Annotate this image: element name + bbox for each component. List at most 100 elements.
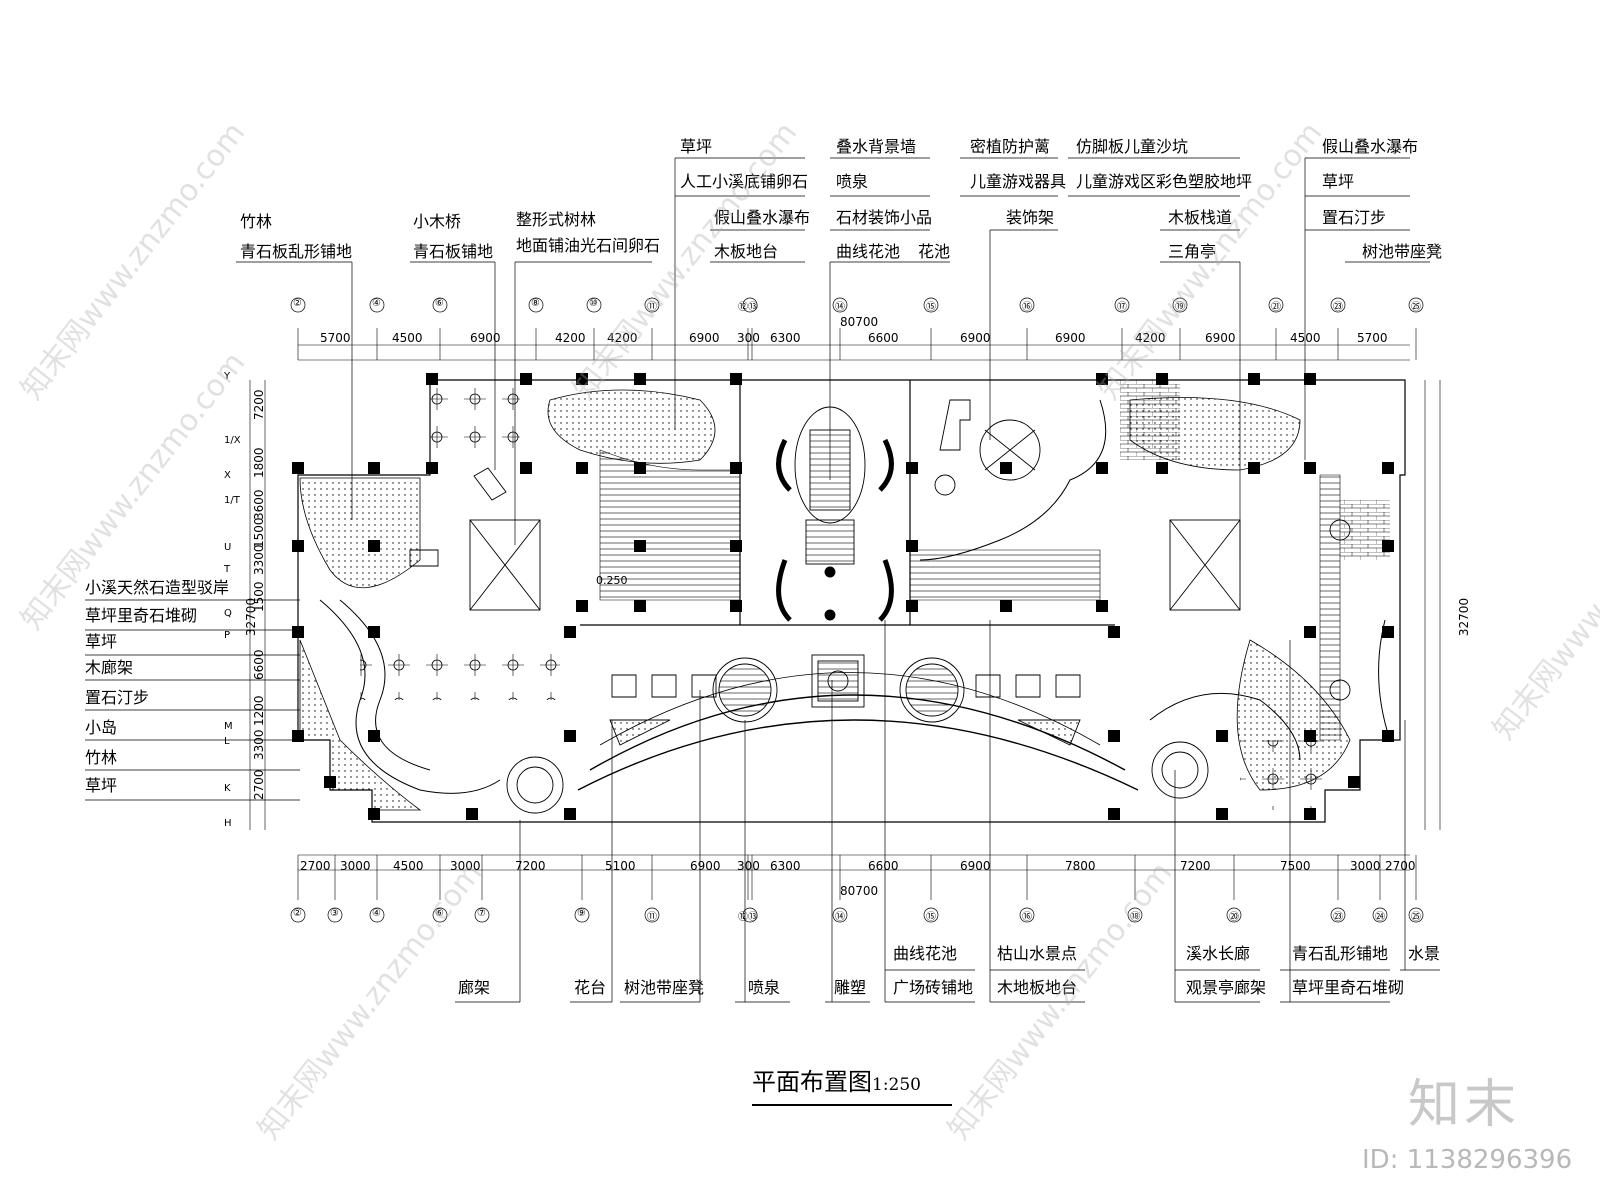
bottom-dim-1: 3000 [340, 859, 371, 873]
bottom-axis-8: ⑭ [835, 912, 845, 923]
bottom-axis-0: ② [293, 908, 302, 919]
bottom-dim-0: 2700 [300, 859, 331, 873]
top-dim-3: 4200 [555, 331, 586, 345]
top-axis-12: ㉑ [1271, 302, 1281, 313]
left-label-5: 小岛 [85, 718, 118, 737]
top-label-7-0: 假山叠水瀑布 [1322, 137, 1419, 156]
top-label-0-1: 青石板乱形铺地 [240, 242, 353, 261]
left-label-7: 草坪 [85, 776, 118, 795]
bottom-axis-6: ⑪ [647, 912, 657, 923]
level-mark: 0.250 [596, 574, 628, 587]
top-label-6-1: 儿童游戏区彩色塑胶地坪 [1076, 172, 1253, 191]
axis-bubbles [290, 297, 1424, 923]
top-label-7-2: 置石汀步 [1322, 208, 1387, 227]
top-dim-7: 6300 [770, 331, 801, 345]
bottom-dim-7: 300 [737, 859, 760, 873]
title-text: 平面布置图 [752, 1068, 872, 1096]
watermark-logo: 知末 [1408, 1075, 1521, 1135]
top-label-6-0: 仿脚板儿童沙坑 [1076, 137, 1189, 156]
bottom-dim-10: 6900 [960, 859, 991, 873]
bottom-axis-4: ⑦ [477, 908, 486, 919]
bottom-label-9: 溪水长廊 [1186, 944, 1251, 963]
row-dim-4: 3300 [252, 544, 266, 575]
top-axis-11: ⑲ [1175, 302, 1185, 313]
top-label-4-1: 喷泉 [836, 172, 869, 191]
row-axis-10: K [224, 783, 231, 794]
stream-lines [319, 399, 1391, 794]
bottom-axis-13: ㉓ [1333, 912, 1343, 923]
bottom-axis-14: ㉔ [1375, 912, 1385, 923]
bottom-dim-15: 2700 [1385, 859, 1416, 873]
top-label-7-1: 草坪 [1322, 172, 1355, 191]
row-dim-1: 1800 [252, 447, 266, 478]
bottom-axis-10: ⑯ [1022, 912, 1032, 923]
top-label-2-0: 整形式树林 [516, 210, 597, 229]
bottom-dim-9: 6600 [868, 859, 899, 873]
bottom-label-11: 青石乱形铺地 [1292, 944, 1389, 963]
top-dim-9: 6900 [960, 331, 991, 345]
bottom-label-13: 水景 [1408, 944, 1441, 963]
bottom-label-12: 草坪里奇石堆砌 [1292, 978, 1405, 997]
top-dim-14: 5700 [1357, 331, 1388, 345]
row-axis-6: Q [224, 608, 232, 619]
bottom-dim-11: 7800 [1065, 859, 1096, 873]
columns [292, 373, 1394, 820]
row-dim-9: 2700 [252, 769, 266, 800]
row-axis-8: M [224, 721, 233, 732]
bottom-label-10: 观景亭廊架 [1186, 978, 1267, 997]
top-dim-4: 4200 [607, 331, 638, 345]
top-axis-2: ⑥ [435, 298, 444, 309]
row-axis-11: H [224, 818, 232, 829]
bottom-dim-12: 7200 [1180, 859, 1211, 873]
top-dim-11: 4200 [1135, 331, 1166, 345]
bottom-dim-6: 6900 [690, 859, 721, 873]
landscape-features [409, 399, 1351, 814]
top-axis-3: ⑧ [531, 298, 540, 309]
top-axis-4: ⑩ [589, 298, 598, 309]
top-axis-14: ㉕ [1411, 302, 1421, 313]
top-label-3-0: 草坪 [680, 137, 713, 156]
top-axis-8: ⑮ [926, 302, 936, 313]
top-dim-1: 4500 [392, 331, 423, 345]
top-axis-5: ⑪ [647, 302, 657, 313]
top-label-7-3: 树池带座凳 [1362, 242, 1443, 261]
top-dim-6: 300 [737, 331, 760, 345]
left-label-3: 木廊架 [85, 658, 134, 677]
top-axis-0: ② [293, 298, 302, 309]
top-label-5-1: 儿童游戏器具 [970, 172, 1067, 191]
total-dim-right: 32700 [1457, 597, 1472, 637]
top-label-6-3: 三角亭 [1168, 242, 1217, 261]
bottom-dim-13: 7500 [1280, 859, 1311, 873]
top-label-3-1: 人工小溪底铺卵石 [680, 172, 809, 191]
bottom-dim-14: 3000 [1350, 859, 1381, 873]
top-dim-0: 5700 [320, 331, 351, 345]
bottom-dim-3: 3000 [450, 859, 481, 873]
top-axis-6: ⑫⑬ [738, 302, 758, 313]
top-label-3-2: 假山叠水瀑布 [714, 208, 811, 227]
row-dim-2: 3600 [252, 489, 266, 520]
bottom-axis-2: ④ [372, 908, 381, 919]
bottom-axis-12: ⑳ [1229, 912, 1239, 923]
bottom-dim-4: 7200 [515, 859, 546, 873]
drawing-title: 平面布置图1:250 [752, 1062, 921, 1097]
bottom-axis-7: ⑫⑬ [738, 912, 758, 923]
top-axis-13: ㉓ [1333, 302, 1343, 313]
top-label-0-0: 竹林 [240, 212, 273, 231]
title-underline [752, 1104, 952, 1106]
row-axis-9: L [224, 736, 230, 747]
left-label-0: 小溪天然石造型驳岸 [85, 578, 230, 597]
top-dim-10: 6900 [1055, 331, 1086, 345]
bottom-axis-11: ⑱ [1130, 912, 1140, 923]
bottom-dim-8: 6300 [770, 859, 801, 873]
bottom-axis-5: ⑨ [577, 908, 586, 919]
bottom-axis-9: ⑮ [926, 912, 936, 923]
top-axis-grid [249, 328, 1441, 900]
bottom-label-5: 曲线花池 [893, 944, 958, 963]
row-axis-5: T [224, 564, 231, 575]
bottom-label-3: 喷泉 [748, 978, 781, 997]
row-axis-1: 1/X [224, 435, 241, 446]
bottom-label-0: 廊架 [458, 978, 491, 997]
bottom-axis-15: ㉕ [1411, 912, 1421, 923]
watermark-id: ID: 1138296396 [1362, 1145, 1573, 1175]
top-label-5-0: 密植防护蓠 [970, 137, 1051, 156]
